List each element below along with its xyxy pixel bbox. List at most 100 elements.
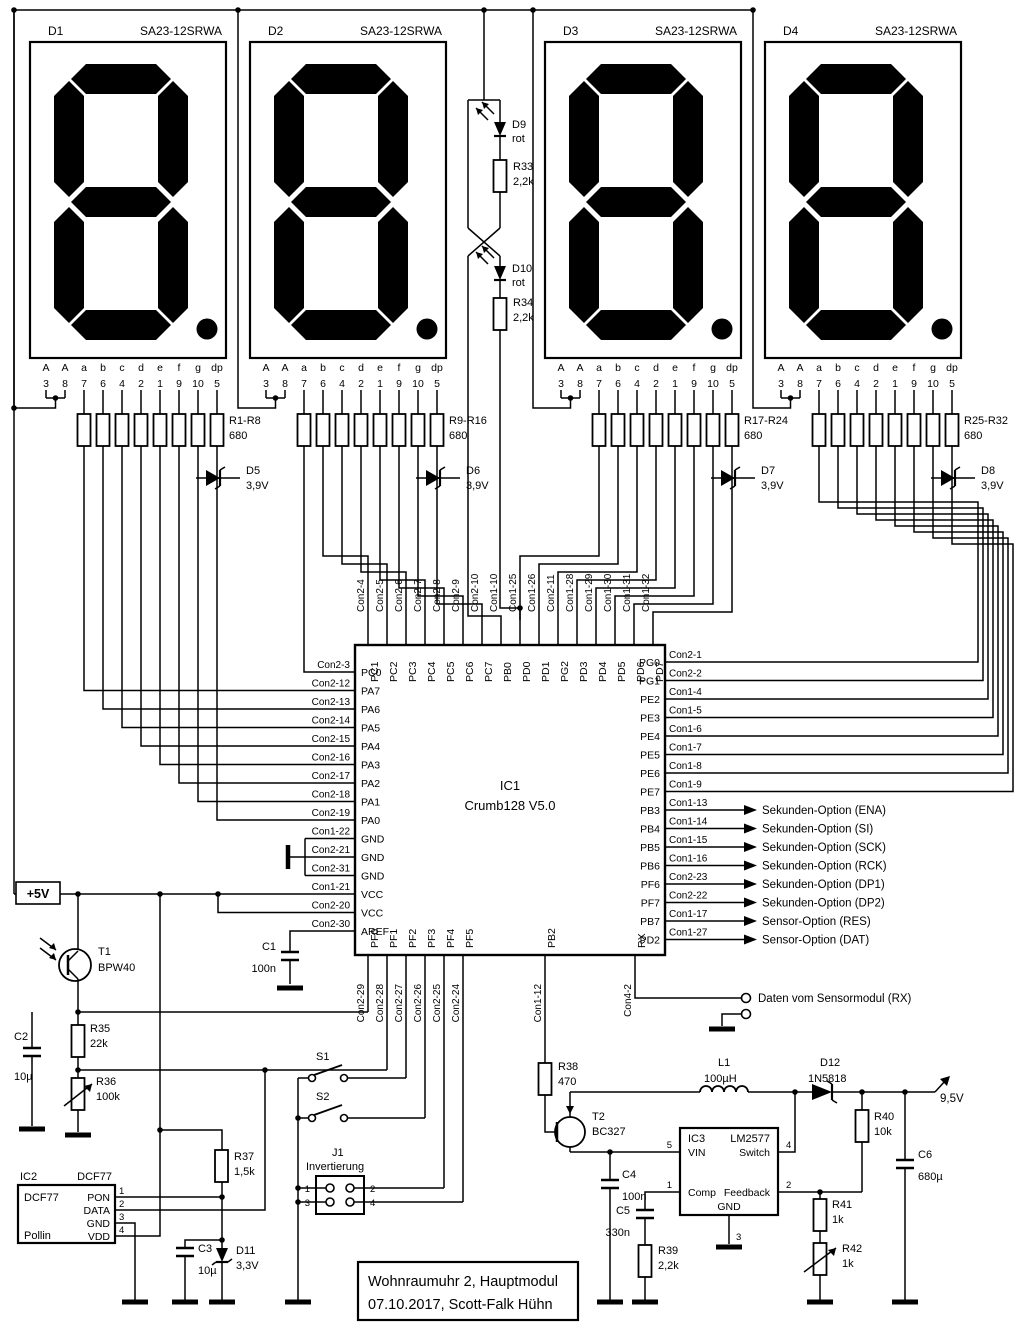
connector-pin <box>307 1113 317 1123</box>
label: R41 <box>832 1199 852 1211</box>
pin-name: PF2 <box>407 929 419 948</box>
pin-number: 1 <box>377 378 383 390</box>
pin-number: 1 <box>892 378 898 390</box>
led-arrow <box>482 102 489 109</box>
wire <box>67 968 79 980</box>
label: R39 <box>658 1245 678 1257</box>
pin-name: PA2 <box>361 778 380 790</box>
zener-diode <box>954 466 961 471</box>
con-label: Con1-17 <box>669 909 708 920</box>
option-arrow-icon <box>744 897 757 908</box>
segment-e <box>569 207 599 323</box>
resistor-group-label: R17-R24 <box>744 415 788 427</box>
connector-pin <box>345 1183 355 1193</box>
title-line2: 07.10.2017, Scott-Falk Hühn <box>368 1297 553 1313</box>
light-arrow <box>49 953 56 960</box>
label: 330n <box>606 1227 630 1239</box>
pin-letter: A <box>576 362 583 374</box>
con-label: Con1-15 <box>669 835 708 846</box>
pin-letter: A <box>262 362 269 374</box>
pin-number: 5 <box>434 378 440 390</box>
pin-number: 5 <box>949 378 955 390</box>
segment-bus <box>102 446 355 710</box>
junction-dot <box>567 395 574 401</box>
con-label: Con2-2 <box>669 669 702 680</box>
option-label: Sensor-Option (DAT) <box>762 935 869 947</box>
segment-bus <box>379 446 426 620</box>
connector-pin <box>307 1073 317 1083</box>
con-label: Con1-14 <box>669 817 708 828</box>
con-label: Con2-17 <box>312 771 351 782</box>
segment-bus <box>140 446 355 747</box>
pin-number: 9 <box>396 378 402 390</box>
label: R36 <box>96 1076 116 1088</box>
option-label: Sekunden-Option (DP1) <box>762 879 885 891</box>
segment-bus <box>341 446 388 620</box>
con-label: Con1-6 <box>669 724 702 735</box>
led-arrow <box>482 246 489 253</box>
resistor-group-label: R1-R8 <box>229 415 261 427</box>
junction-dot <box>750 7 756 13</box>
pin-letter: b <box>100 362 106 374</box>
pin-name: GND <box>361 852 385 864</box>
pin-number: 8 <box>62 378 68 390</box>
plus5v-flag <box>15 881 61 905</box>
pin-letter: c <box>854 362 859 374</box>
display-box <box>763 40 963 360</box>
zener-diode <box>219 466 226 471</box>
label: 100µH <box>704 1073 737 1085</box>
label: 100n <box>622 1191 646 1203</box>
label: 680µ <box>918 1171 943 1183</box>
segment-f <box>569 81 599 197</box>
pin-number: 1 <box>157 378 163 390</box>
display-designator: D1 <box>48 24 64 38</box>
con-label: Con1-13 <box>669 798 708 809</box>
pin-number: 1 <box>119 1186 124 1197</box>
display-part: SA23-12SRWA <box>140 24 222 38</box>
pin-number: 4 <box>119 1225 124 1236</box>
connector-pin <box>345 1197 355 1207</box>
pin-letter: g <box>415 362 421 374</box>
con-label: Con2-13 <box>312 697 351 708</box>
pin-letter: g <box>195 362 201 374</box>
segment-bus <box>665 446 999 737</box>
segment-bus <box>614 446 695 620</box>
label: C6 <box>918 1149 932 1161</box>
pin-name: GND <box>361 834 385 846</box>
wire <box>115 1070 266 1211</box>
display-designator: D3 <box>563 24 579 38</box>
pin-number: 6 <box>320 378 326 390</box>
con-label: Con2-27 <box>394 984 405 1023</box>
pin-number: 7 <box>301 378 307 390</box>
con-label: Con2-24 <box>451 984 462 1023</box>
con-label: Con2-16 <box>312 753 351 764</box>
segment-b <box>893 81 923 197</box>
label: 5 <box>667 1140 672 1151</box>
segment-b <box>378 81 408 197</box>
label: 3 <box>736 1232 741 1243</box>
pin-letter: d <box>653 362 659 374</box>
label: 1 <box>667 1180 672 1191</box>
pin-number: 4 <box>339 378 345 390</box>
con-label: Con2-20 <box>312 901 351 912</box>
label: DCF77 <box>77 1171 112 1183</box>
con-label: Con2-5 <box>375 579 386 612</box>
colon-cross <box>467 227 501 257</box>
segment-bus <box>178 446 355 784</box>
con-label: Con1-4 <box>669 687 702 698</box>
segment-bus <box>633 446 714 620</box>
pin-letter: A <box>796 362 803 374</box>
option-label: Sensor-Option (RES) <box>762 916 871 928</box>
pin-number: 10 <box>412 378 424 390</box>
display-part: SA23-12SRWA <box>360 24 442 38</box>
segment-f <box>274 81 304 197</box>
con-label: Con1-32 <box>641 573 652 612</box>
pin-name: PC4 <box>426 661 438 682</box>
con-label: Con2-28 <box>375 984 386 1023</box>
zener-diode <box>439 466 446 471</box>
switch-designator: S2 <box>316 1091 329 1103</box>
segment-bus <box>360 446 407 620</box>
con-label: Con1-21 <box>312 882 351 893</box>
segment-bus <box>576 446 657 620</box>
